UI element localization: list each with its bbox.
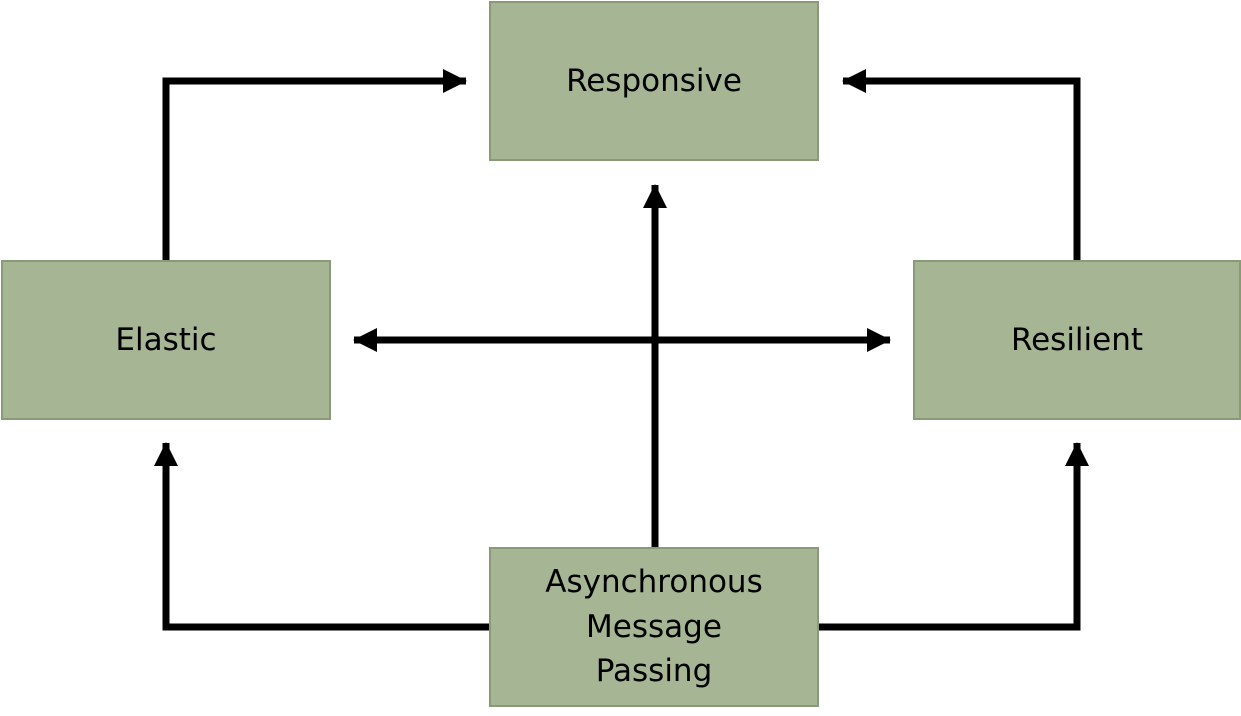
edge-elastic-to-responsive [162,69,467,260]
edge-resilient-to-responsive [842,69,1081,260]
edge-async-to-elastic [154,442,489,631]
node-asynchronous-message-passing: Asynchronous Message Passing [489,547,819,707]
node-responsive-label: Responsive [566,62,742,99]
node-elastic: Elastic [1,260,331,420]
node-elastic-label: Elastic [115,321,217,358]
node-resilient: Resilient [913,260,1241,420]
node-responsive: Responsive [489,1,819,161]
node-resilient-label: Resilient [1010,321,1144,358]
node-async-label: Asynchronous Message Passing [545,563,763,690]
edge-async-to-resilient [819,442,1089,631]
